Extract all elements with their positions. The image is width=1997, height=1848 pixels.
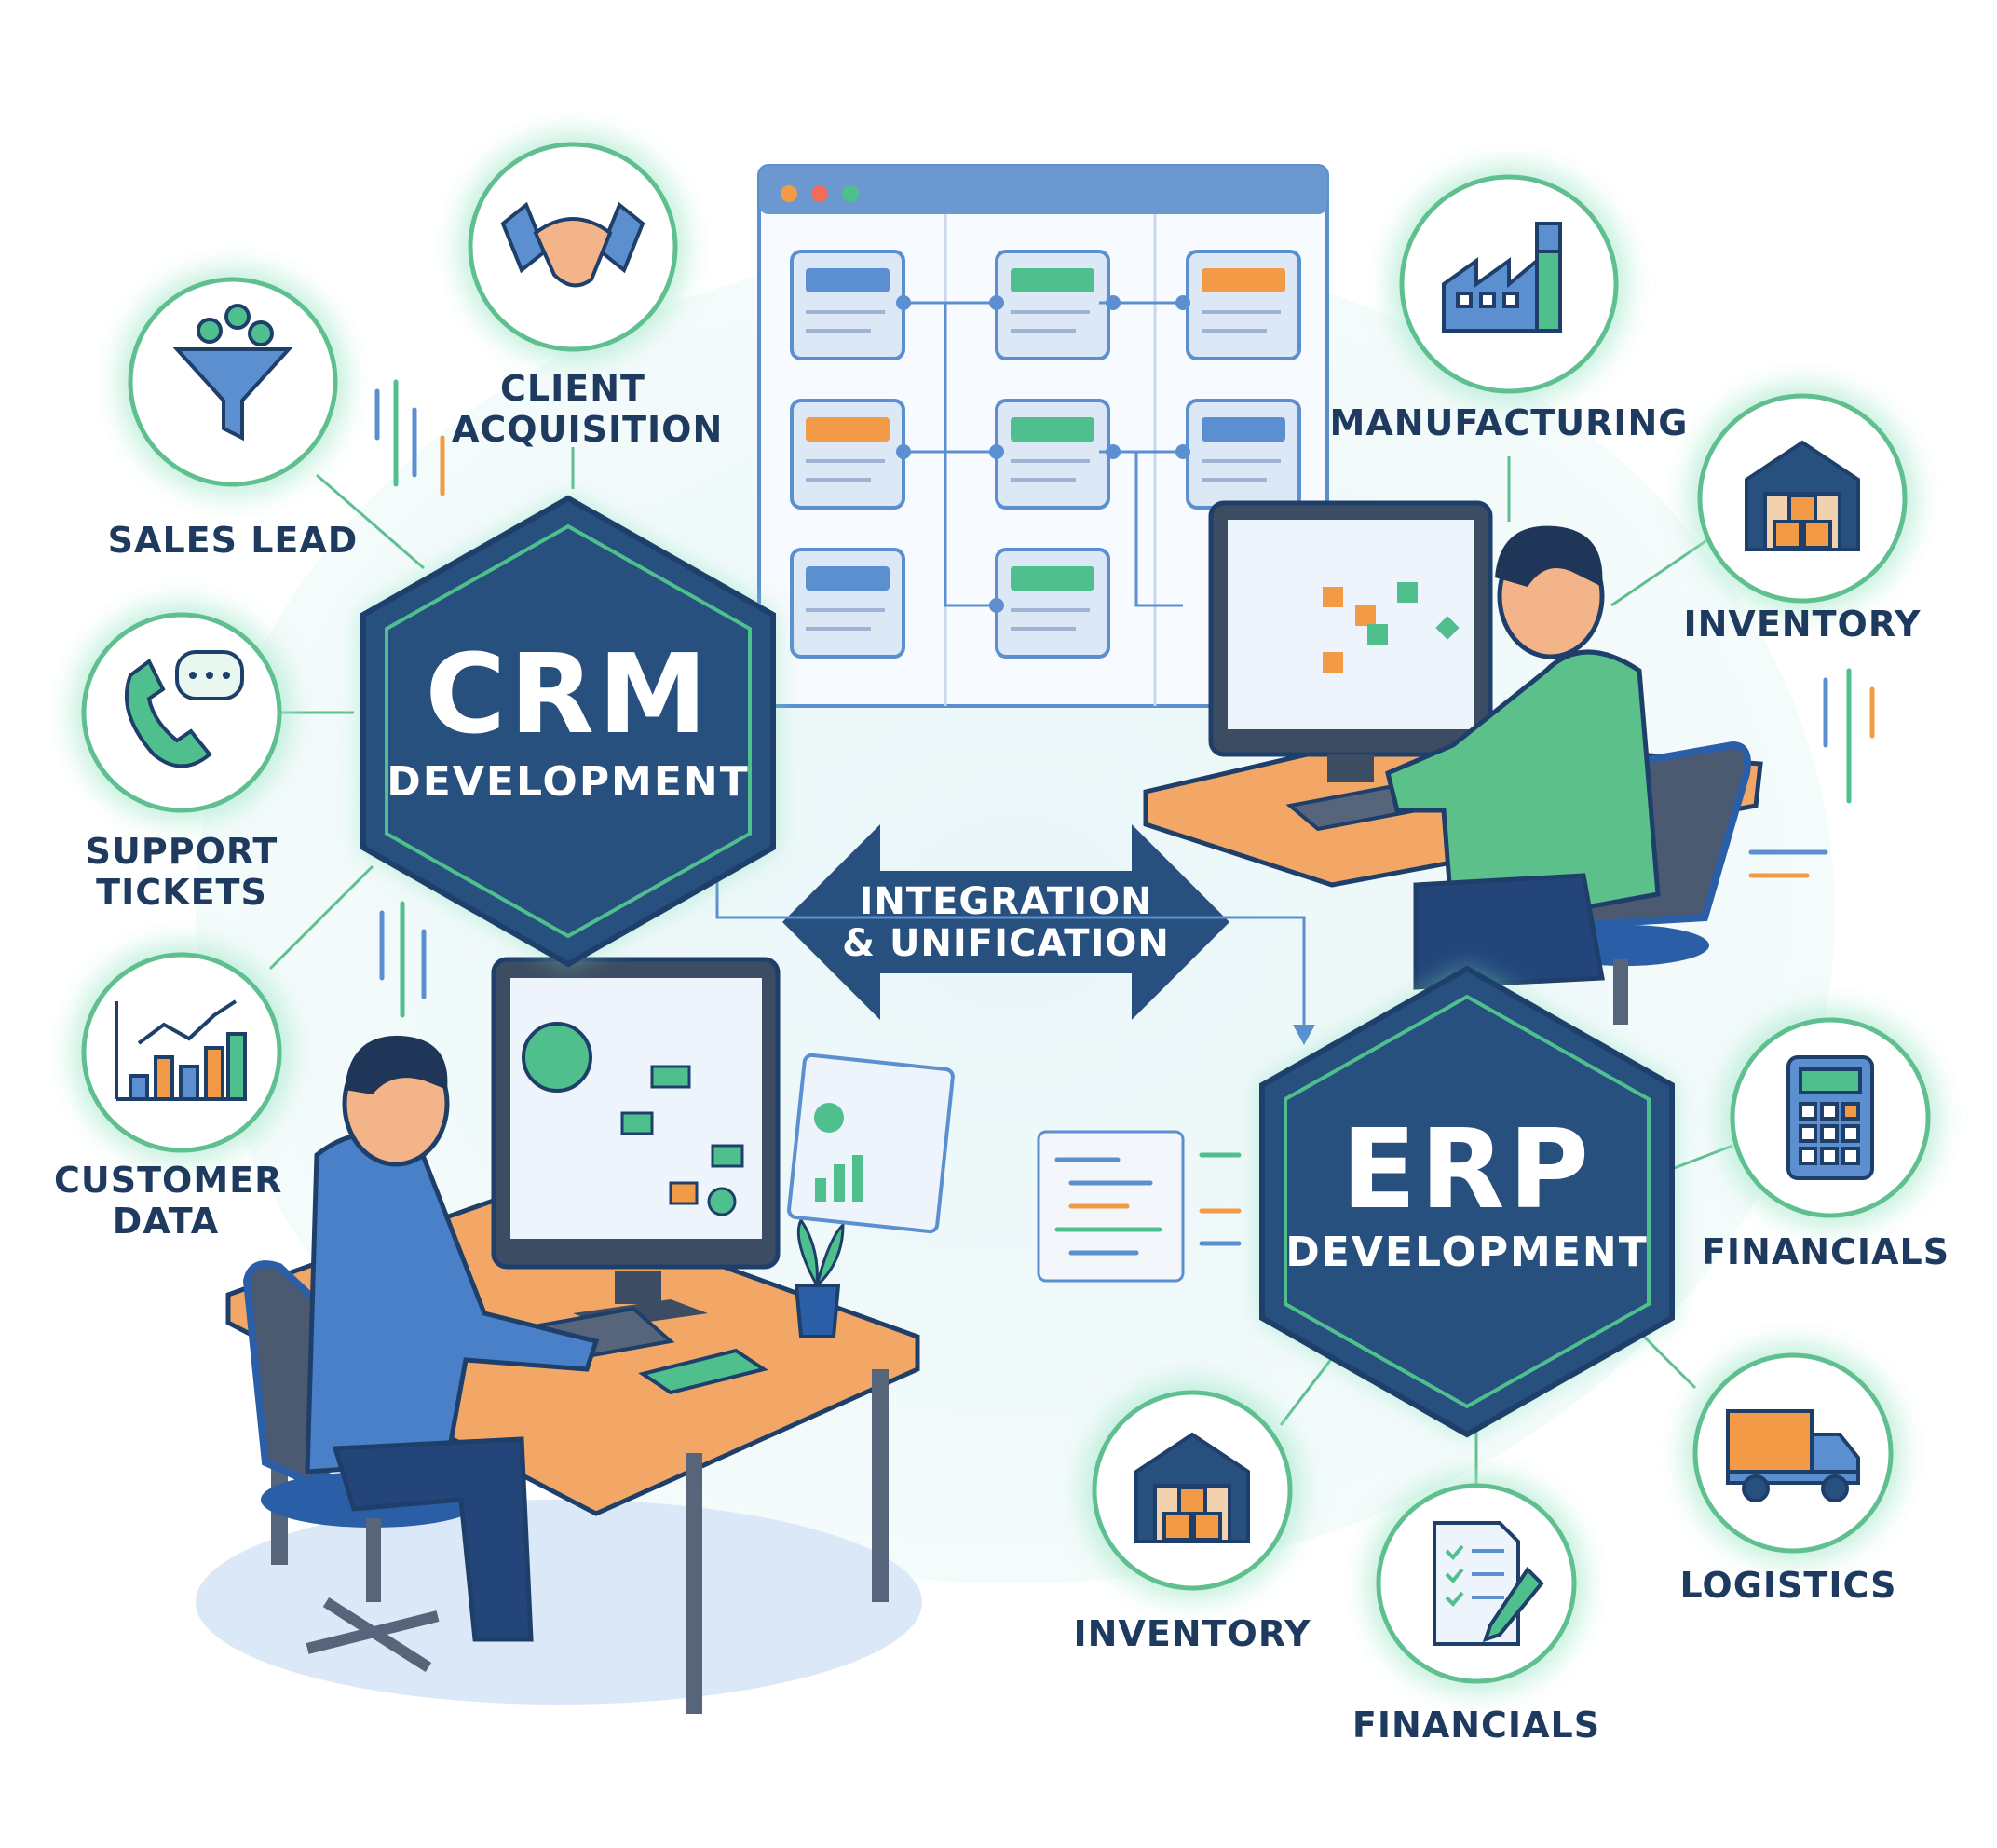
floating-code-panel bbox=[1037, 1130, 1185, 1283]
crm-workstation bbox=[225, 957, 920, 1714]
warehouse-icon bbox=[1745, 440, 1860, 551]
bar-chart-icon bbox=[115, 999, 247, 1101]
erp-subtitle: DEVELOPMENT bbox=[1285, 1229, 1649, 1276]
node-circle bbox=[459, 133, 686, 360]
workflow-card bbox=[995, 548, 1110, 659]
handshake-icon bbox=[500, 201, 645, 288]
node-label-sales-lead: SALES LEAD bbox=[107, 520, 359, 561]
workflow-card bbox=[790, 250, 905, 360]
node-circle bbox=[1083, 1381, 1301, 1599]
workflow-card bbox=[790, 548, 905, 659]
floor-shadow bbox=[196, 1500, 922, 1705]
node-label-logistics: LOGISTICS bbox=[1679, 1565, 1897, 1606]
erp-hexagon bbox=[1259, 965, 1675, 1438]
node-label-client-acquisition: CLIENT ACQUISITION bbox=[452, 368, 724, 450]
workflow-card bbox=[995, 250, 1110, 360]
erp-workstation bbox=[1143, 500, 1763, 1025]
warehouse-icon bbox=[1134, 1432, 1250, 1543]
node-label-inventory-top: INVENTORY bbox=[1683, 604, 1922, 645]
workflow-card bbox=[1186, 399, 1301, 510]
node-label-financials-right: FINANCIALS bbox=[1701, 1231, 1950, 1272]
node-label-support-tickets: SUPPORT TICKETS bbox=[85, 831, 278, 913]
crm-title: CRM bbox=[425, 630, 712, 758]
data-stream-lines bbox=[374, 379, 1875, 1246]
crm-subtitle: DEVELOPMENT bbox=[387, 758, 750, 806]
node-circle bbox=[1684, 1344, 1902, 1562]
node-circle bbox=[1689, 385, 1916, 612]
truck-icon bbox=[1726, 1409, 1860, 1502]
erp-title: ERP bbox=[1341, 1105, 1593, 1233]
node-circle bbox=[1391, 166, 1627, 402]
integration-line2: & UNIFICATION bbox=[842, 922, 1170, 965]
crm-connectors bbox=[268, 447, 575, 971]
calculator-icon bbox=[1786, 1055, 1874, 1180]
node-label-financials-bottom: FINANCIALS bbox=[1352, 1705, 1601, 1746]
workflow-card bbox=[790, 399, 905, 510]
node-label-manufacturing: MANUFACTURING bbox=[1329, 402, 1689, 443]
floating-profile-panel bbox=[787, 1053, 955, 1234]
node-circle bbox=[73, 604, 291, 822]
workflow-card bbox=[1186, 250, 1301, 360]
node-circle bbox=[73, 944, 291, 1162]
crm-hexagon bbox=[360, 495, 776, 968]
document-pen-icon bbox=[1433, 1521, 1544, 1646]
factory-icon bbox=[1442, 222, 1562, 333]
workflow-board bbox=[757, 164, 1329, 708]
node-label-inventory-bottom: INVENTORY bbox=[1073, 1613, 1311, 1654]
node-label-customer-data: CUSTOMER DATA bbox=[54, 1160, 283, 1242]
funnel-icon bbox=[172, 304, 293, 442]
workflow-card bbox=[995, 399, 1110, 510]
node-circle bbox=[1721, 1009, 1939, 1227]
node-circle bbox=[119, 268, 346, 496]
integration-line1: INTEGRATION bbox=[859, 880, 1153, 923]
phone-chat-icon bbox=[124, 650, 244, 768]
node-circle bbox=[1367, 1474, 1585, 1692]
